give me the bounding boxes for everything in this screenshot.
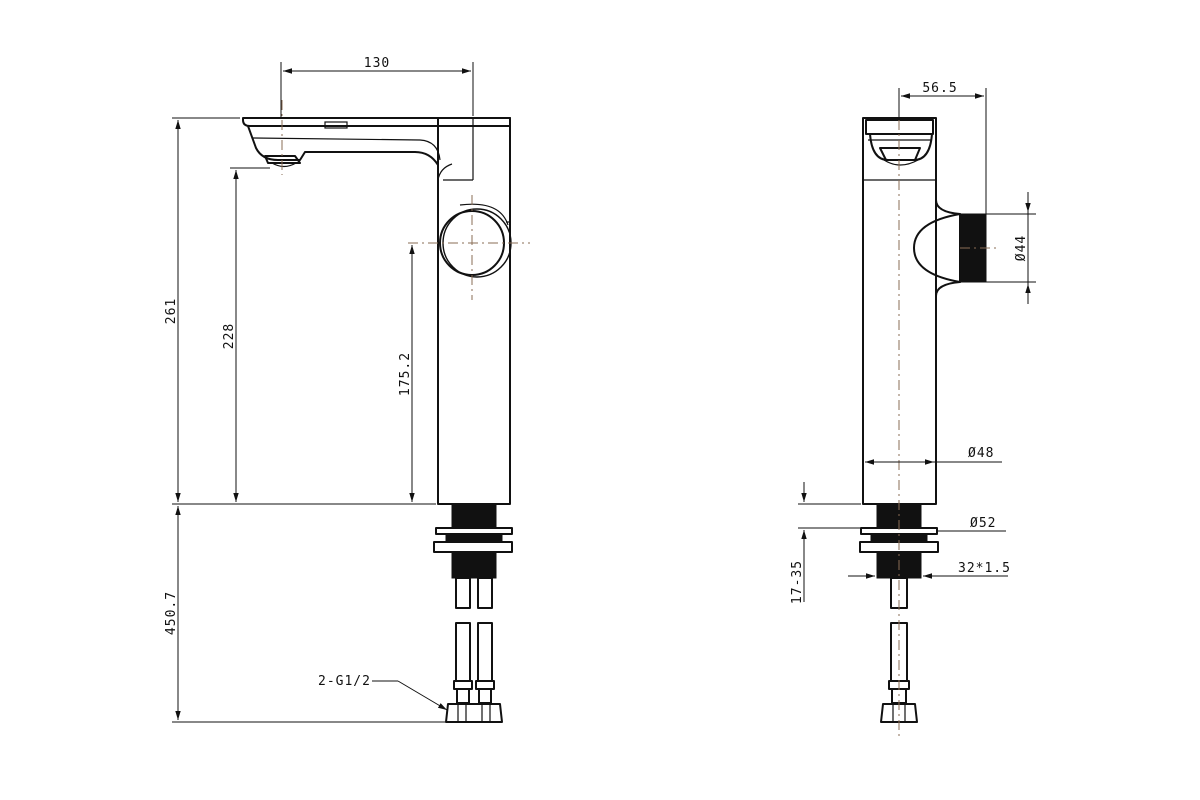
dim-body-diameter: Ø48 bbox=[865, 446, 1002, 465]
front-mounting bbox=[433, 503, 513, 609]
leader-connector: 2-G1/2 bbox=[318, 674, 448, 711]
dim-thread: 32*1.5 bbox=[848, 561, 1011, 579]
dim-label-17-35: 17-35 bbox=[790, 560, 805, 604]
dim-deck-thickness: 17-35 bbox=[790, 482, 861, 604]
dim-label-2-g1-2: 2-G1/2 bbox=[318, 674, 371, 689]
dim-label-d44: Ø44 bbox=[1014, 235, 1029, 261]
dim-label-d48: Ø48 bbox=[968, 446, 994, 461]
front-handle bbox=[439, 203, 512, 278]
front-view: 130 261 228 175.2 450.7 2 bbox=[164, 56, 530, 723]
dim-hose-length: 450.7 bbox=[164, 506, 446, 723]
dim-label-175-2: 175.2 bbox=[398, 352, 413, 396]
dim-label-56-5: 56.5 bbox=[922, 81, 957, 96]
dim-label-d52: Ø52 bbox=[970, 516, 996, 531]
front-spout bbox=[242, 117, 511, 168]
dim-flange-diameter: Ø52 bbox=[938, 516, 1006, 532]
dim-handle-offset: 56.5 bbox=[898, 81, 987, 214]
side-view: 56.5 Ø44 Ø48 Ø52 32*1.5 bbox=[790, 81, 1036, 740]
dim-label-261: 261 bbox=[164, 298, 179, 324]
dim-label-130: 130 bbox=[364, 56, 390, 71]
front-body bbox=[437, 117, 511, 505]
dim-spout-reach: 130 bbox=[280, 56, 474, 118]
dim-label-32x1-5: 32*1.5 bbox=[958, 561, 1011, 576]
front-hoses bbox=[445, 622, 503, 723]
dim-label-450-7: 450.7 bbox=[164, 591, 179, 635]
dim-handle-height: 175.2 bbox=[398, 245, 415, 502]
dim-handle-diameter: Ø44 bbox=[986, 192, 1036, 304]
dim-label-228: 228 bbox=[222, 323, 237, 349]
dim-total-height: 261 bbox=[164, 117, 436, 505]
dim-outlet-height: 228 bbox=[222, 167, 270, 502]
